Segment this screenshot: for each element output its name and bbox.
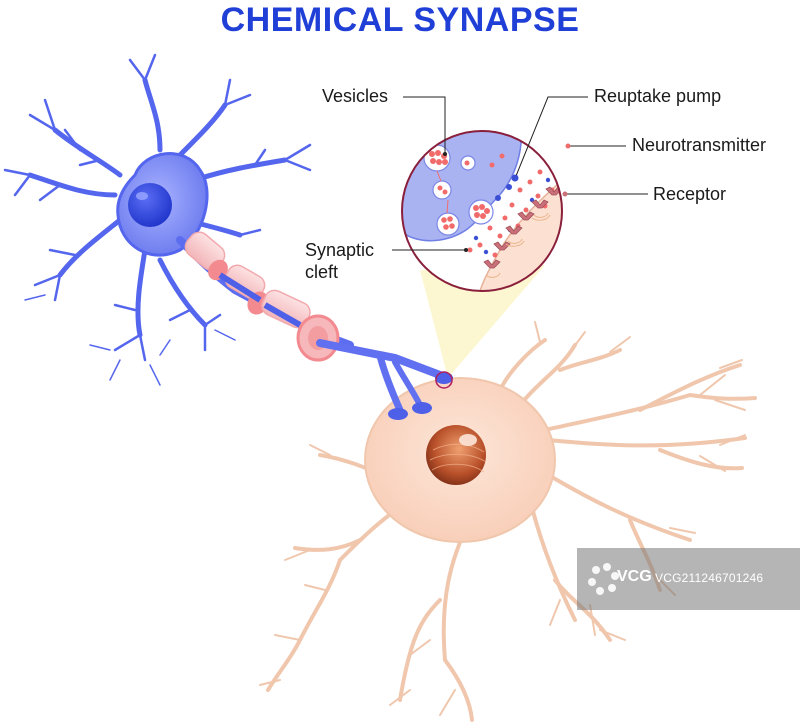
axon-terminal-2 <box>412 402 432 414</box>
nucleus-highlight <box>459 434 477 446</box>
watermark-brand: VCG <box>617 568 652 585</box>
synapse-highlight-circle <box>435 371 453 389</box>
axon-terminal-3 <box>435 372 453 384</box>
label-neurotransmitter: Neurotransmitter <box>632 135 767 155</box>
watermark: VCG VCG21124670124​6 <box>577 548 800 610</box>
neurotransmitter-leader-dot <box>565 143 571 149</box>
receptor-leader-dot <box>562 191 568 197</box>
reuptake-leader-dot <box>514 175 518 179</box>
vesicles-leader <box>403 96 446 152</box>
presynaptic-axon <box>176 231 453 420</box>
presynaptic-nucleus-highlight <box>136 192 148 200</box>
reuptake-pump-leader <box>515 96 588 177</box>
label-synaptic-cleft-line1: Synaptic <box>305 240 375 260</box>
label-reuptake-pump: Reuptake pump <box>594 86 722 106</box>
leader-lines <box>392 96 648 251</box>
axon-terminal-1 <box>388 408 408 420</box>
vcg-logo-icon <box>588 563 619 595</box>
synaptic-cleft-leader-dot <box>464 248 468 252</box>
zoom-cone <box>420 265 545 378</box>
presynaptic-dendrites <box>3 53 312 386</box>
zoom-inset-border <box>401 130 563 292</box>
label-receptor: Receptor <box>653 184 727 204</box>
myelin-sheath-1 <box>184 231 311 329</box>
presynaptic-nucleus <box>128 183 172 227</box>
label-synaptic-cleft-line2: cleft <box>305 262 339 282</box>
zoom-inset <box>401 130 563 292</box>
nucleus-rings <box>429 443 487 473</box>
label-vesicles: Vesicles <box>322 86 389 106</box>
diagram-title: CHEMICAL SYNAPSE <box>220 1 580 39</box>
vesicles-leader-dot <box>443 152 447 156</box>
receptor-icon <box>483 173 562 269</box>
postsynaptic-nucleus <box>426 425 486 485</box>
vesicle-group <box>423 144 494 236</box>
watermark-code: VCG21124670124​6 <box>655 571 764 585</box>
